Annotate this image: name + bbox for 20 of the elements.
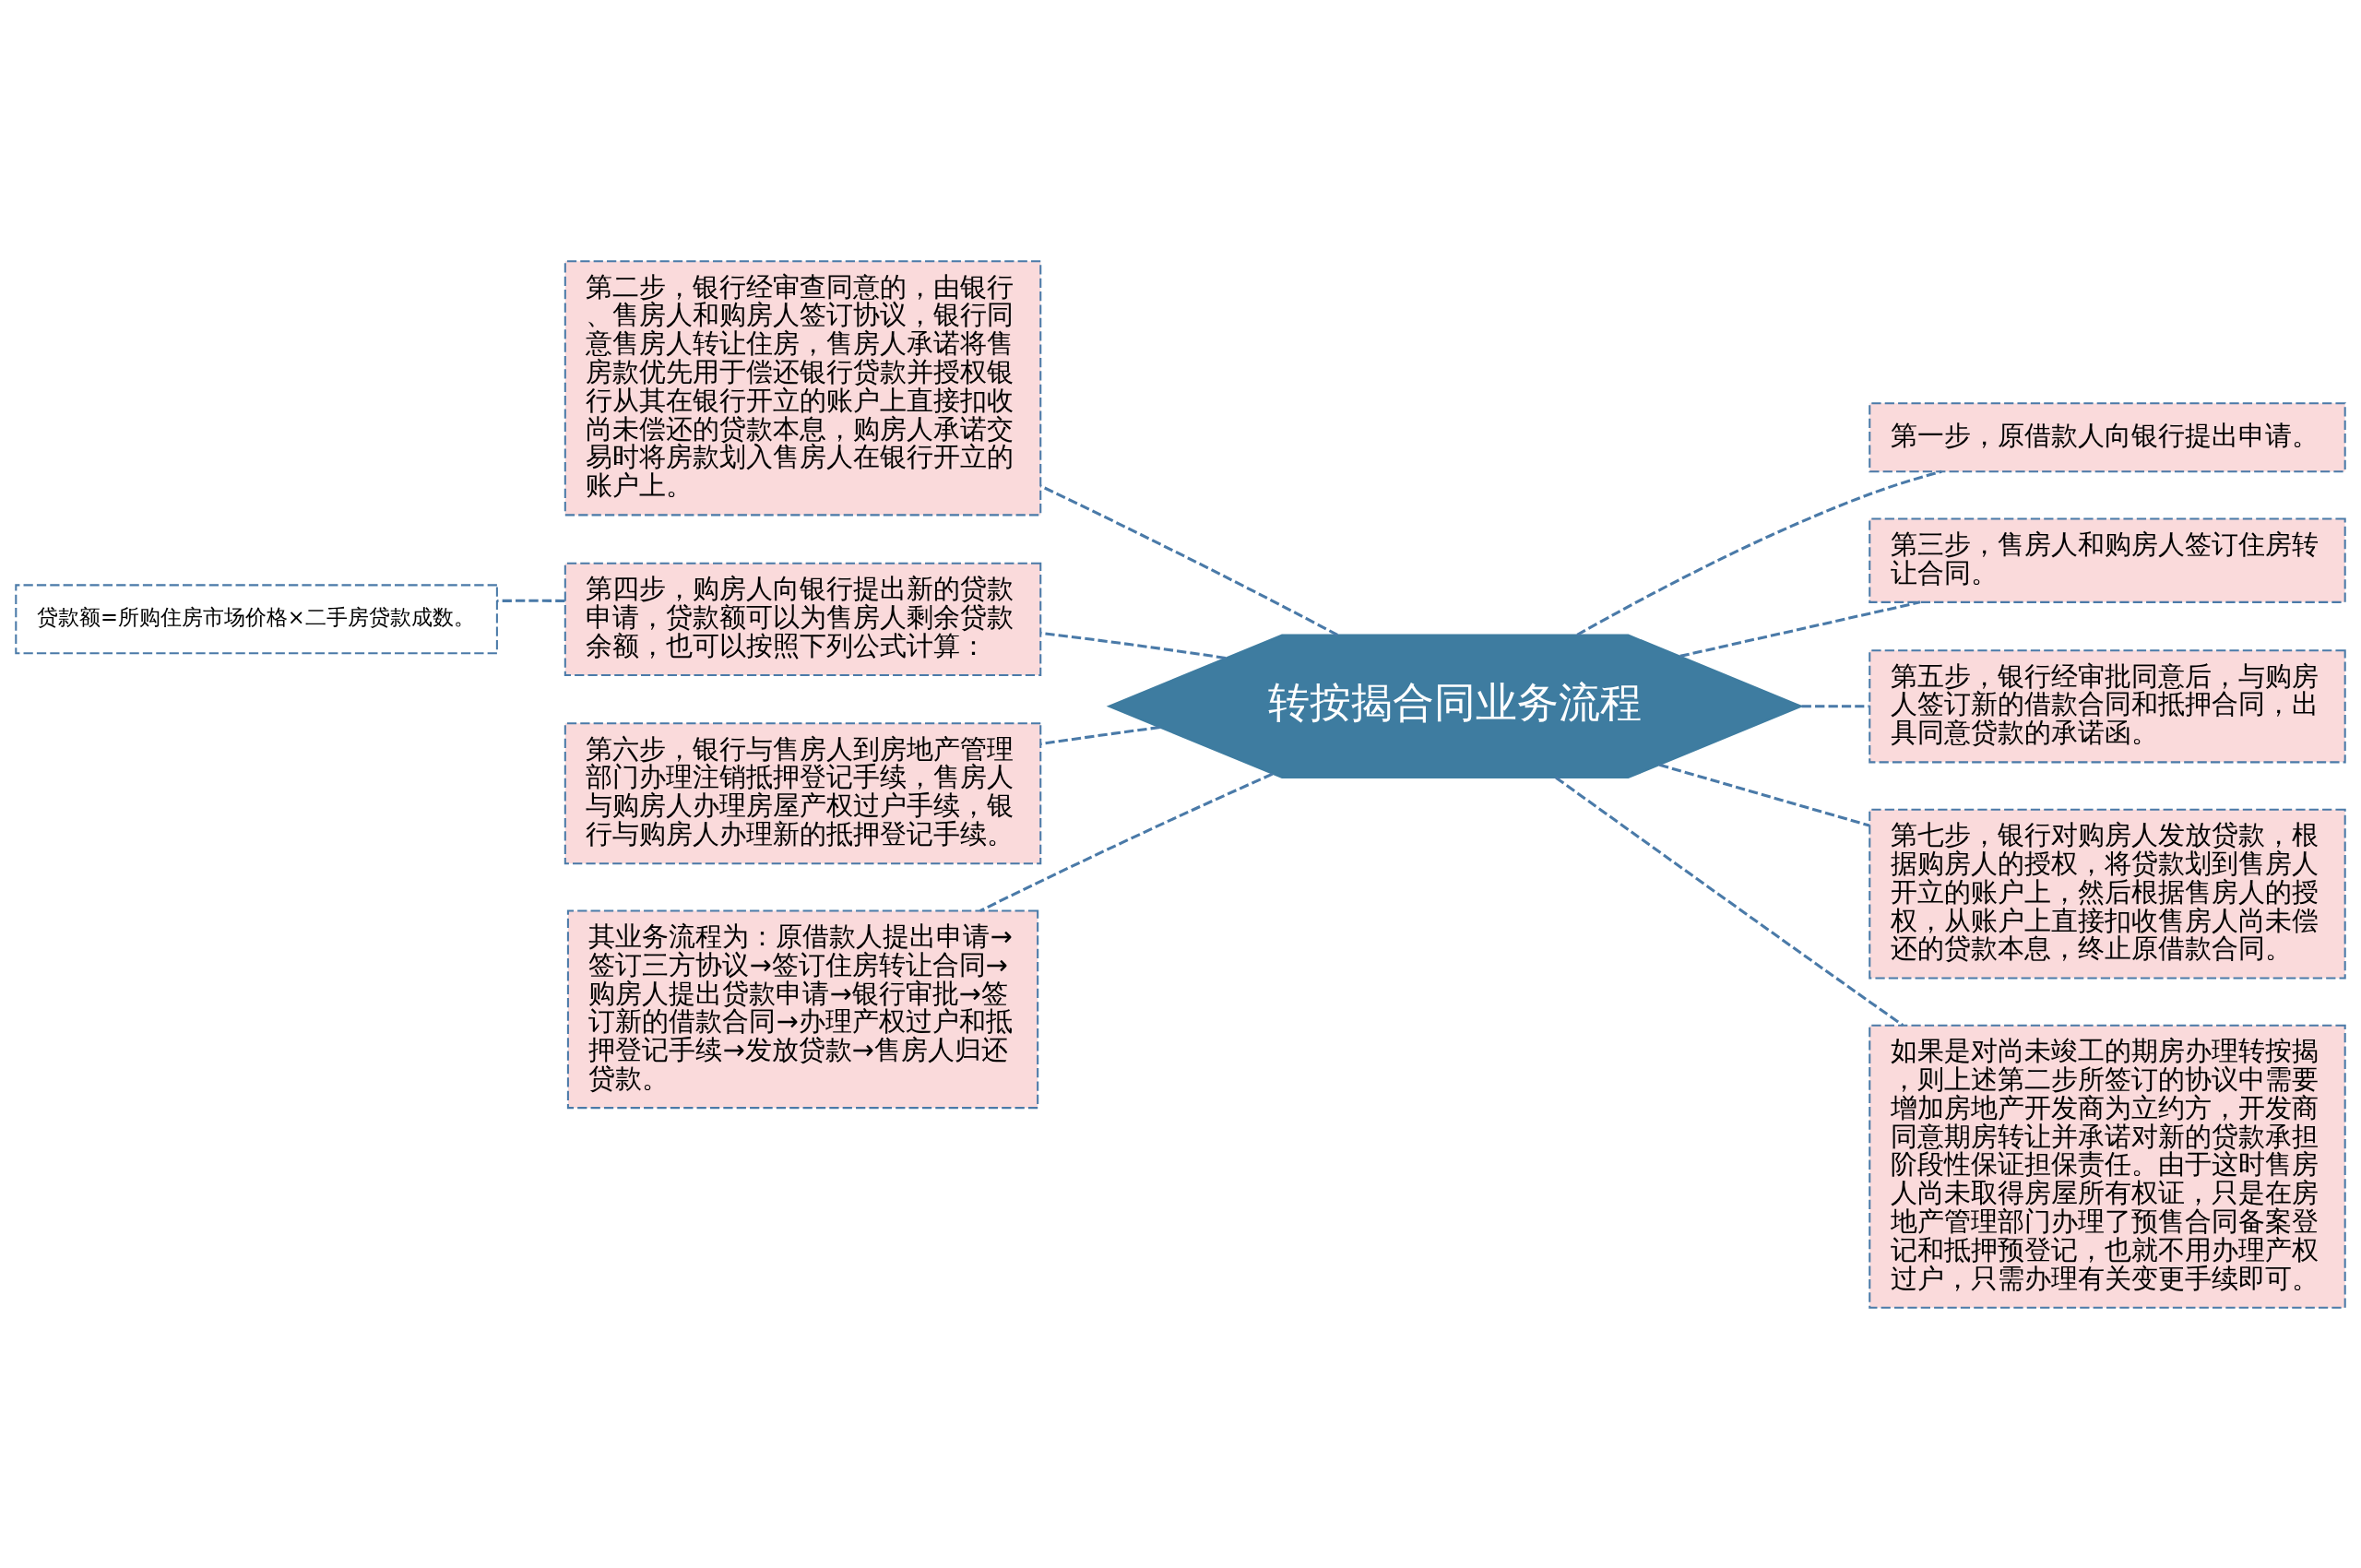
connector [497, 599, 565, 602]
node-box: 贷款额=所购住房市场价格×二手房贷款成数。 [15, 583, 498, 654]
connector [979, 772, 1274, 912]
node-box: 第三步，售房人和购房人签订住房转让合同。 [1869, 517, 2346, 603]
connector [1679, 600, 1921, 658]
connector [1040, 725, 1160, 745]
connector [1555, 776, 1904, 1027]
node-box: 第一步，原借款人向银行提出申请。 [1869, 401, 2346, 472]
connector [1040, 631, 1227, 659]
connector [1039, 484, 1338, 636]
node-box: 如果是对尚未竣工的期房办理转按揭，则上述第二步所签订的协议中需要增加房地产开发商为立约方，开发商同意期房转让并承诺对新的贷款承担阶段性保证担保责任。由于这时售房人尚未取得房屋所有权证，只是在房地产管理部门办理了预售合同备案登记和抵押预登记，也就不用办理产权过户，只需办理有关变更手续即可。 [1869, 1024, 2346, 1309]
node-box: 第二步，银行经审查同意的，由银行、售房人和购房人签订协议，银行同意售房人转让住房，售房人承诺将售房款优先用于偿还银行贷款并授权银行从其在银行开立的账户上直接扣收尚未偿还的贷款本息，购房人承诺交易时将房款划入售房人在银行开立的账户上。 [564, 259, 1042, 516]
node-box: 其业务流程为：原借款人提出申请→签订三方协议→签订住房转让合同→购房人提出贷款申请→银行审批→签订新的借款合同→办理产权过户和抵押登记手续→发放贷款→售房人归还贷款。 [566, 909, 1039, 1109]
node-box: 第四步，购房人向银行提出新的贷款申请，贷款额可以为售房人剩余贷款余额，也可以按照下列公式计算： [564, 562, 1042, 676]
connector [1801, 704, 1869, 707]
node-box: 第七步，银行对购房人发放贷款，根据购房人的授权，将贷款划到售房人开立的账户上，然后根据售房人的授权，从账户上直接扣收售房人尚未偿还的贷款本息，终止原借款合同。 [1869, 808, 2346, 979]
node-box: 第六步，银行与售房人到房地产管理部门办理注销抵押登记手续，售房人与购房人办理房屋产权过户手续，银行与购房人办理新的抵押登记手续。 [564, 721, 1042, 864]
node-box: 第五步，银行经审批同意后，与购房人签订新的借款合同和抵押合同，出具同意贷款的承诺函。 [1869, 648, 2346, 763]
connector [1576, 469, 1942, 636]
connector [1658, 763, 1870, 827]
